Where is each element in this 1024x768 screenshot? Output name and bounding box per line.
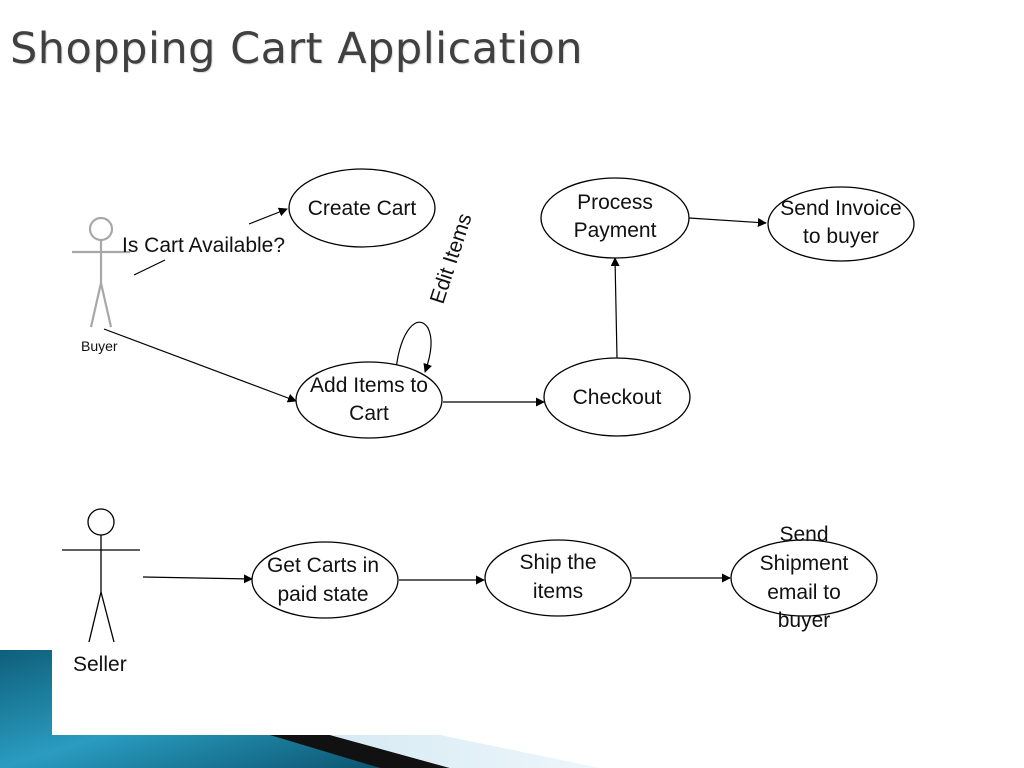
use-case-label: Send <box>779 523 828 546</box>
use-case-label: paid state <box>277 583 368 606</box>
use-case-label: Shipment <box>760 552 849 575</box>
use-case-label: Cart <box>349 402 389 425</box>
edges <box>103 207 767 585</box>
slide-title: Shopping Cart Application <box>10 24 583 74</box>
use-case-label: Ship the <box>519 551 596 574</box>
use-case-label: Checkout <box>573 386 662 409</box>
edge-checkout-process-payment <box>610 257 620 359</box>
use-case-label: email to <box>767 581 841 604</box>
use-case-send-shipment: Send Shipment email to buyer <box>730 523 878 632</box>
buyer-label: Buyer <box>81 338 118 354</box>
use-case-checkout: Checkout <box>543 357 691 437</box>
use-case-ship-items: Ship the items <box>484 539 632 617</box>
buyer-actor: Buyer <box>72 216 130 354</box>
edge-is-cart-available-lower <box>133 259 166 276</box>
footer-decoration <box>0 650 600 768</box>
use-case-add-items-to-cart: Add Items to Cart <box>295 361 443 439</box>
seller-actor: Seller <box>62 508 140 676</box>
edge-buyer-add-items <box>103 328 297 403</box>
edge-label-edit-items: Edit Items <box>426 211 477 307</box>
use-case-label: Add Items to <box>310 374 428 397</box>
use-case-label: Send Invoice <box>780 197 901 220</box>
edge-is-cart-available-upper <box>248 207 288 225</box>
use-case-label: to buyer <box>803 225 879 248</box>
use-case-label: buyer <box>778 609 831 632</box>
use-case-process-payment: Process Payment <box>540 177 690 259</box>
use-case-send-invoice: Send Invoice to buyer <box>767 186 915 262</box>
edge-edit-items-loop <box>395 321 432 373</box>
use-case-label: Create Cart <box>308 197 417 220</box>
edge-process-payment-send-invoice <box>688 217 767 227</box>
use-case-label: Process <box>577 191 653 214</box>
use-case-label: items <box>533 580 583 603</box>
seller-label: Seller <box>73 653 127 676</box>
use-case-create-cart: Create Cart <box>288 168 436 248</box>
edge-seller-get-carts <box>142 574 253 584</box>
edge-label-is-cart-available: Is Cart Available? <box>122 234 285 257</box>
use-case-label: Payment <box>574 219 657 242</box>
use-case-get-carts: Get Carts in paid state <box>251 541 399 619</box>
use-case-label: Get Carts in <box>267 554 379 577</box>
